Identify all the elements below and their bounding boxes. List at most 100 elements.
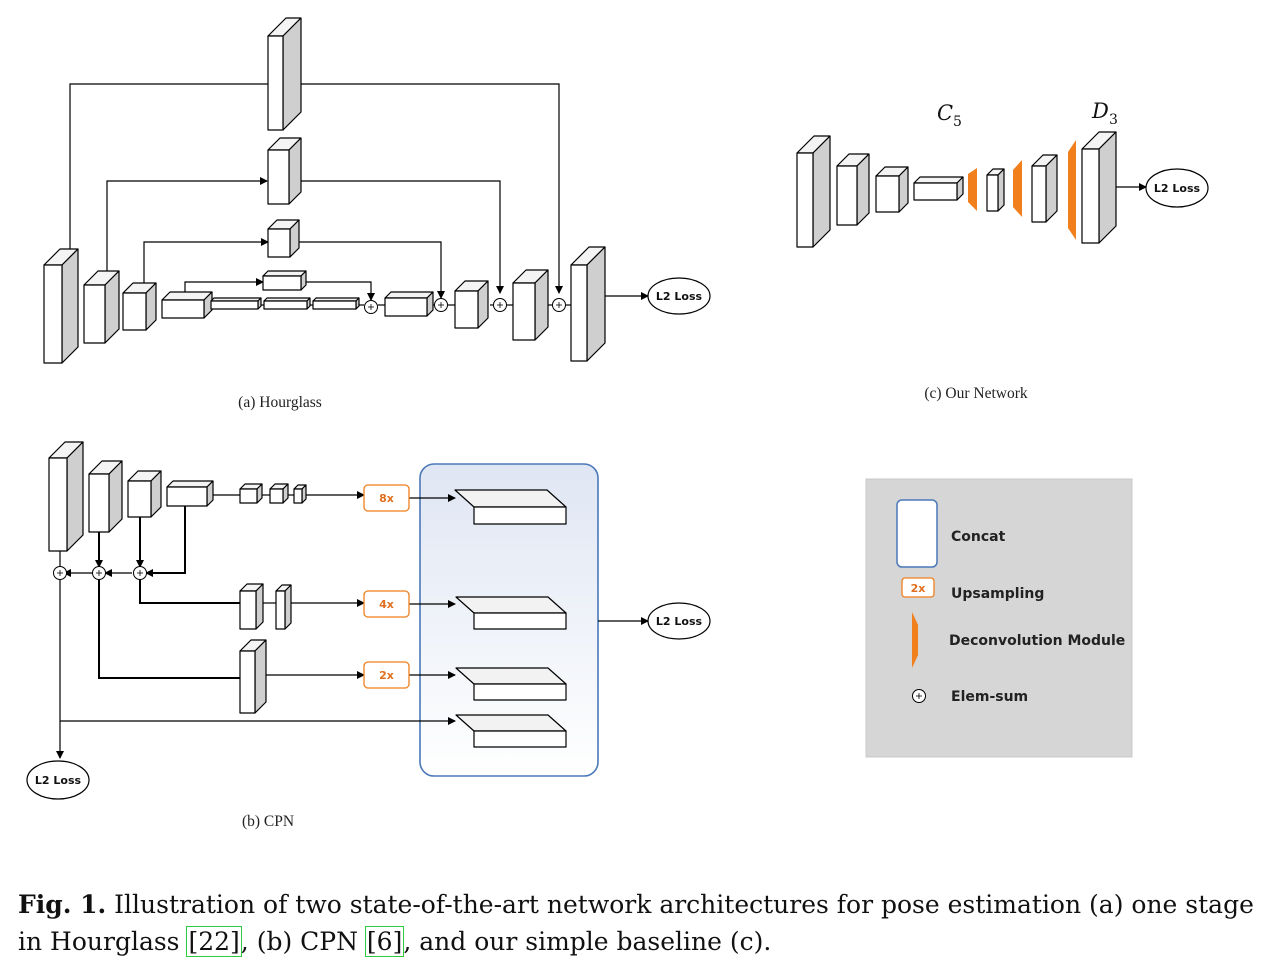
elem-sum-node bbox=[493, 298, 507, 312]
deconv-swatch bbox=[912, 612, 918, 668]
cpn-refine-2x bbox=[239, 639, 267, 714]
cpn-upsample-2x: 2x bbox=[363, 661, 410, 689]
block-face bbox=[66, 441, 84, 552]
elem-sum-node bbox=[364, 300, 378, 314]
block-face bbox=[913, 176, 964, 184]
hourglass-skip-block-top bbox=[267, 17, 302, 131]
block-face bbox=[61, 248, 79, 364]
legend-upsampling: Upsampling bbox=[951, 586, 1044, 602]
legend-panel: Concat 2x Upsampling Deconvolution Modul… bbox=[865, 478, 1133, 758]
block-face bbox=[161, 299, 205, 319]
elem-sum-node bbox=[552, 298, 566, 312]
connector bbox=[306, 281, 375, 301]
elem-sum-node bbox=[133, 566, 147, 580]
cpn-upsample-2x-label: 2x bbox=[379, 669, 394, 682]
block-face bbox=[512, 282, 536, 341]
hourglass-caption: (a) Hourglass bbox=[238, 394, 322, 411]
cpn-input-block bbox=[48, 441, 84, 552]
hourglass-up-block-3 bbox=[512, 269, 549, 341]
cpn-block-3 bbox=[127, 470, 162, 518]
block-face bbox=[127, 480, 152, 518]
elem-sum-node bbox=[53, 566, 67, 580]
block-face bbox=[263, 300, 308, 310]
block-face bbox=[455, 714, 567, 732]
cpn-upsample-8x-label: 8x bbox=[379, 492, 394, 505]
legend-elemsum: Elem-sum bbox=[951, 689, 1028, 705]
ours-block-c5 bbox=[913, 176, 964, 201]
block-face bbox=[255, 583, 264, 630]
legend-concat: Concat bbox=[951, 529, 1006, 545]
block-face bbox=[282, 17, 302, 131]
block-face bbox=[836, 165, 858, 226]
block-face bbox=[312, 300, 357, 310]
legend-deconv: Deconvolution Module bbox=[949, 633, 1125, 649]
hourglass-up-block-2 bbox=[454, 280, 489, 329]
citation-6[interactable]: [6] bbox=[364, 926, 405, 957]
block-face bbox=[454, 290, 479, 329]
block-face bbox=[455, 667, 567, 685]
cpn-refine-4x-2 bbox=[275, 584, 292, 630]
connector bbox=[98, 580, 240, 679]
ours-block-3 bbox=[875, 166, 909, 213]
connector bbox=[145, 505, 186, 577]
cpn-upsample-4x-label: 4x bbox=[379, 598, 394, 611]
cpn-block-2 bbox=[88, 460, 123, 533]
block-face bbox=[166, 480, 214, 488]
caption-text-2: , (b) CPN bbox=[240, 927, 366, 956]
ours-deconv-feature-2 bbox=[1031, 154, 1058, 223]
cpn-l2-loss-left: L2 Loss bbox=[26, 760, 90, 800]
block-face bbox=[254, 639, 267, 714]
block-face bbox=[284, 584, 292, 630]
upsampling-swatch-label: 2x bbox=[911, 582, 926, 595]
cpn-l2-loss-right-label: L2 Loss bbox=[656, 615, 703, 628]
block-face bbox=[454, 489, 567, 508]
citation-22[interactable]: [22] bbox=[186, 926, 242, 957]
block-face bbox=[88, 473, 110, 533]
block-face bbox=[473, 683, 567, 701]
svg-text:3: 3 bbox=[1109, 112, 1118, 128]
hourglass-down-block-1 bbox=[83, 270, 120, 344]
block-face bbox=[473, 506, 567, 525]
connector bbox=[301, 180, 504, 294]
hourglass-skip-block-1 bbox=[267, 137, 302, 205]
upsampling-swatch bbox=[901, 577, 935, 598]
hourglass-diagram: L2 Loss bbox=[43, 17, 711, 364]
svg-text:C: C bbox=[937, 101, 953, 125]
cpn-l2-loss-left-label: L2 Loss bbox=[35, 774, 82, 787]
cpn-concat-slab-2x bbox=[455, 667, 567, 701]
cpn-l2-loss-right: L2 Loss bbox=[647, 602, 711, 640]
figure-label: Fig. 1. bbox=[18, 890, 107, 919]
block-face bbox=[166, 486, 208, 507]
block-face bbox=[812, 135, 831, 248]
block-face bbox=[856, 153, 870, 226]
block-face bbox=[210, 300, 259, 310]
ours-block-d3 bbox=[1081, 131, 1117, 244]
block-face bbox=[570, 264, 588, 362]
block-face bbox=[384, 297, 428, 317]
caption-text-1: Illustration of two state-of-the-art net… bbox=[18, 890, 1254, 956]
figure-caption: Fig. 1. Illustration of two state-of-the… bbox=[18, 886, 1270, 960]
elemsum-swatch bbox=[912, 689, 926, 703]
block-face bbox=[986, 174, 999, 212]
ours-deconv-feature-1 bbox=[986, 168, 1005, 212]
ours-l2-loss: L2 Loss bbox=[1145, 168, 1209, 208]
svg-text:5: 5 bbox=[953, 114, 962, 130]
block-face bbox=[384, 291, 434, 299]
cpn-concat-slab-8x bbox=[454, 489, 567, 525]
cpn-globalnet-1 bbox=[239, 483, 263, 504]
block-face bbox=[267, 228, 291, 258]
block-face bbox=[796, 152, 814, 248]
cpn-upsample-4x: 4x bbox=[363, 590, 410, 618]
cpn-diagram: 8x 4x 2x L2 Loss L2 Loss bbox=[26, 441, 711, 800]
block-face bbox=[262, 275, 302, 291]
block-face bbox=[586, 246, 606, 362]
cpn-upsample-8x: 8x bbox=[363, 484, 410, 512]
block-face bbox=[1081, 148, 1100, 244]
block-face bbox=[534, 269, 549, 341]
elem-sum-node bbox=[434, 298, 448, 312]
cpn-refine-4x-1 bbox=[239, 583, 264, 630]
hourglass-down-block-2 bbox=[122, 282, 157, 331]
hourglass-skip-block-2 bbox=[267, 219, 300, 258]
block-face bbox=[122, 292, 147, 331]
